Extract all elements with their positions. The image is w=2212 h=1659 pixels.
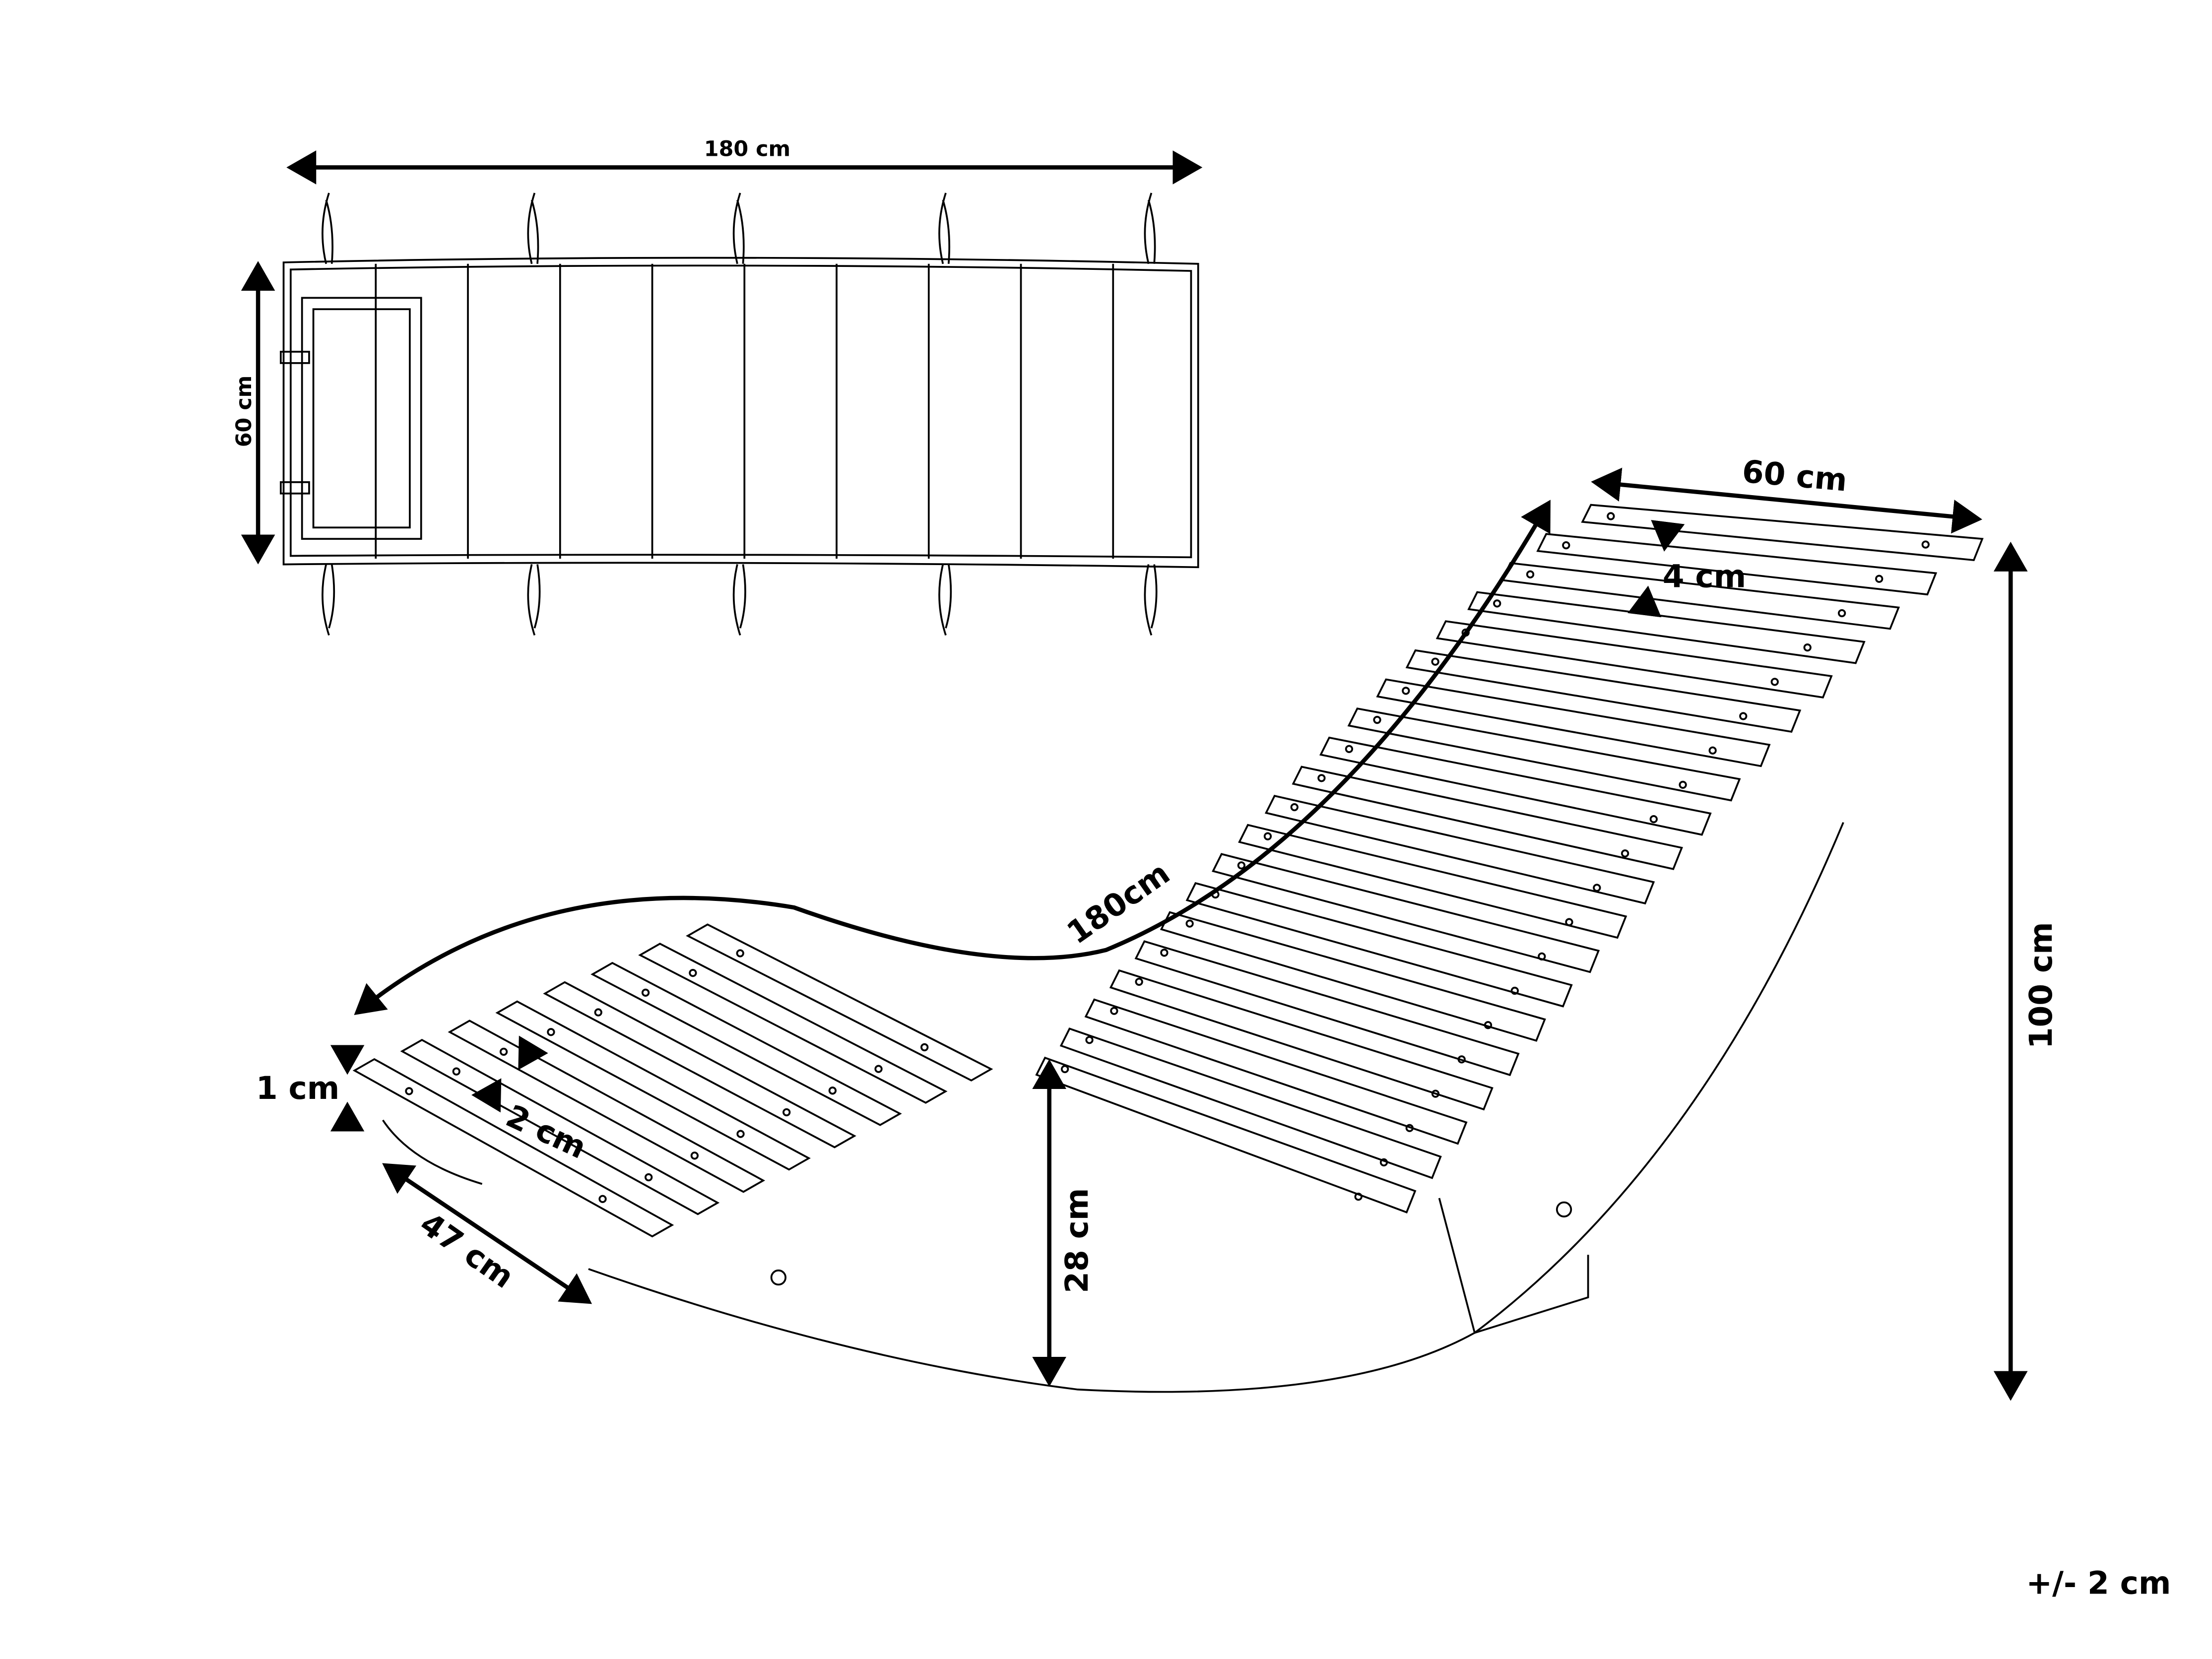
screw-hole <box>874 1065 883 1073</box>
screw-hole <box>1405 1124 1414 1132</box>
screw-hole <box>1649 815 1658 824</box>
screw-hole <box>1379 1158 1388 1167</box>
screw-hole <box>1739 712 1748 720</box>
slat-thickness-label: 1 cm <box>256 1070 339 1106</box>
screw-hole <box>920 1043 929 1052</box>
cushion-tie-top <box>938 192 951 264</box>
seat-slat <box>352 1058 674 1238</box>
screw-hole <box>645 1173 653 1182</box>
screw-hole <box>1562 541 1570 550</box>
cushion-width-label: 60 cm <box>232 376 257 447</box>
slat-gap-arrow-top <box>1651 520 1685 552</box>
screw-hole <box>1431 1089 1440 1098</box>
screw-hole <box>1921 540 1930 549</box>
screw-hole <box>1354 1192 1363 1201</box>
cushion-length-label: 180 cm <box>704 137 790 162</box>
lounger-width-label: 60 cm <box>1741 453 1849 498</box>
lounger-width-arrow <box>1591 467 1983 534</box>
base-depth-arrow <box>382 1163 592 1304</box>
cushion-pleats <box>375 263 1114 559</box>
screw-hole <box>547 1028 555 1036</box>
cushion-tie-bottom <box>732 564 746 636</box>
bolt-hole <box>1556 1201 1572 1218</box>
screw-hole <box>1708 746 1717 755</box>
screw-hole <box>782 1108 791 1117</box>
screw-hole <box>1770 678 1779 686</box>
pillow-strap <box>279 481 310 495</box>
cushion-inner-outline <box>289 264 1192 559</box>
screw-hole <box>1679 780 1687 789</box>
screw-hole <box>1621 849 1629 858</box>
screw-hole <box>690 1151 699 1160</box>
screw-hole <box>499 1047 508 1056</box>
seat-gap-arrow-bottom <box>471 1078 502 1113</box>
tolerance-label: +/- 2 cm <box>2026 1565 2171 1601</box>
screw-hole <box>1837 609 1846 618</box>
screw-hole <box>1593 884 1601 892</box>
lounger-length-arrow <box>354 500 1551 1016</box>
seat-gap-arrow-top <box>518 1035 548 1070</box>
pillow-outline <box>301 297 422 540</box>
screw-hole <box>405 1087 413 1095</box>
seat-slats <box>352 923 993 1238</box>
lounger-perspective-view: 60 cm 4 cm 180cm 1 cm 2 cm 47 cm 28 cm 1… <box>256 453 2059 1401</box>
screw-hole <box>828 1086 837 1095</box>
cushion-tie-top <box>732 192 745 264</box>
screw-hole <box>1484 1021 1493 1029</box>
screw-hole <box>736 1130 745 1138</box>
lounger-length-label: 180cm <box>1060 855 1176 951</box>
screw-hole <box>1457 1055 1466 1064</box>
cushion-tie-bottom <box>1144 564 1158 636</box>
total-height-label: 100 cm <box>2023 922 2059 1049</box>
screw-hole <box>1085 1036 1094 1044</box>
bolt-hole <box>770 1269 787 1286</box>
slat-gap-arrow-bottom <box>1627 585 1662 618</box>
screw-hole <box>1875 574 1884 583</box>
pillow-strap <box>279 351 310 364</box>
slat-gap-label: 4 cm <box>1663 558 1746 594</box>
cushion-tie-top <box>322 192 333 264</box>
cushion-tie-top <box>527 192 539 264</box>
pillow-inner <box>312 308 411 529</box>
cushion-top-view: 180 cm 60 cm <box>232 137 1203 636</box>
back-slats <box>1035 504 1984 1213</box>
cushion-tie-bottom <box>938 564 952 636</box>
screw-hole <box>598 1195 607 1203</box>
cushion-tie-top <box>1144 192 1156 264</box>
rocker-base-curve <box>588 822 1844 1393</box>
cushion-tie-bottom <box>527 564 541 636</box>
screw-hole <box>1803 643 1812 652</box>
cushion-tie-bottom <box>322 564 335 636</box>
seat-height-label: 28 cm <box>1059 1188 1095 1293</box>
seat-slat <box>448 1020 766 1193</box>
rocker-side-panel <box>1438 1198 1589 1334</box>
screw-hole <box>1565 918 1573 926</box>
screw-hole <box>452 1067 460 1076</box>
back-slat <box>1059 1027 1442 1179</box>
